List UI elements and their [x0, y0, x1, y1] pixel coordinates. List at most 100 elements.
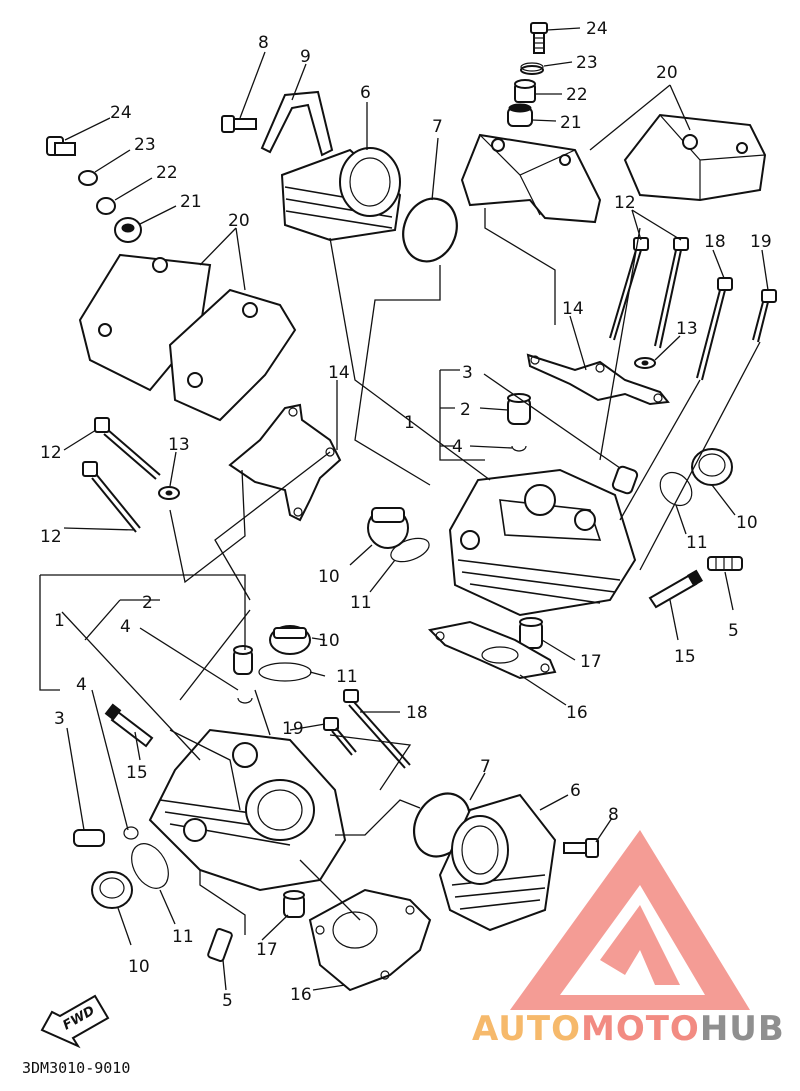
spring-washer-23-left: [78, 170, 98, 186]
dowel-17-right: [519, 617, 543, 649]
collar-22-right: [514, 79, 536, 103]
washer-13-left: [158, 486, 180, 500]
callout-19-right: 19: [750, 232, 772, 252]
callout-labels: 24 23 22 21 20 12 18 19 14 13 3 2 1 4 10…: [40, 19, 772, 1011]
callout-5-left: 5: [222, 991, 233, 1011]
cylinder-head-left: [148, 728, 347, 892]
bolt-12-left-a: [94, 417, 161, 480]
brand-moto: MOTO: [581, 1009, 700, 1049]
stud-5-left: [207, 928, 233, 962]
callout-10-left-b: 10: [128, 957, 150, 977]
stay-bracket-14-left: [228, 403, 342, 522]
oring-11-left-a: [258, 662, 312, 682]
plug-10-left-a: [269, 625, 311, 655]
clip-4-right: [511, 445, 527, 452]
callout-7-right: 7: [480, 757, 491, 777]
cylinder-head-cover-20-right-b: [460, 133, 602, 224]
callout-13-left: 13: [168, 435, 190, 455]
cylinder-6-left: [280, 147, 402, 242]
callout-24-left: 24: [110, 103, 132, 123]
callout-11-left-a: 11: [336, 667, 358, 687]
callout-18-left: 18: [406, 703, 428, 723]
callout-15-right: 15: [674, 647, 696, 667]
callout-19-left: 19: [282, 719, 304, 739]
diagram-code: 3DM3010-9010: [22, 1059, 130, 1077]
grommet-21-right: [507, 103, 533, 127]
washer-13-right: [634, 357, 656, 369]
bolt-8-right: [563, 838, 599, 858]
brand-auto: AUTO: [472, 1009, 581, 1049]
watermark-brand-text: AUTOMOTOHUB: [472, 1009, 785, 1049]
bolt-8-left: [221, 115, 257, 133]
lifter-3-right: [611, 465, 639, 495]
clip-4-left: [237, 697, 253, 704]
callout-17-left: 17: [256, 940, 278, 960]
callout-12-left-a: 12: [40, 443, 62, 463]
callout-3-left: 3: [54, 709, 65, 729]
callout-20-left: 20: [228, 211, 250, 231]
cylinder-6-right: [438, 793, 557, 932]
plug-10-left-b: [91, 871, 133, 909]
callout-4-left-b: 4: [76, 675, 87, 695]
callout-3-right: 3: [462, 363, 473, 383]
callout-7-left: 7: [432, 117, 443, 137]
callout-21-left: 21: [180, 192, 202, 212]
callout-6-right: 6: [570, 781, 581, 801]
pipe-9-left: [260, 90, 334, 157]
callout-22-left: 22: [156, 163, 178, 183]
bolt-12-right-b: [654, 237, 689, 349]
callout-23-left: 23: [134, 135, 156, 155]
callout-11-right-a: 11: [686, 533, 708, 553]
callout-21-right: 21: [560, 113, 582, 133]
callout-4-left-a: 4: [120, 617, 131, 637]
automotohub-watermark: AUTOMOTOHUB: [472, 830, 785, 1049]
callout-8-left: 8: [258, 33, 269, 53]
lifter-3-left: [73, 829, 105, 847]
callout-6-left: 6: [360, 83, 371, 103]
dowel-17-left: [283, 890, 305, 918]
stay-bracket-14-right: [526, 353, 670, 406]
callout-2-left: 2: [142, 593, 153, 613]
callout-22-right: 22: [566, 85, 588, 105]
bolt-12-left-b: [82, 461, 141, 533]
callout-10-right-a: 10: [736, 513, 758, 533]
callout-24-right: 24: [586, 19, 608, 39]
bolt-18-left: [343, 689, 411, 769]
callout-10-right-b: 10: [318, 567, 340, 587]
callout-14-left: 14: [328, 363, 350, 383]
callout-5-right: 5: [728, 621, 739, 641]
leader-lines: [39, 27, 769, 991]
callout-11-left-b: 11: [172, 927, 194, 947]
cap-bolt-24-left: [46, 136, 76, 156]
callout-16-left: 16: [290, 985, 312, 1005]
callout-10-left-a: 10: [318, 631, 340, 651]
forward-direction-arrow: FWD: [40, 994, 110, 1049]
oring-11-left-b: [131, 843, 169, 889]
callout-8-right: 8: [608, 805, 619, 825]
callout-20-right: 20: [656, 63, 678, 83]
gasket-16-right: [427, 620, 557, 680]
callout-16-right: 16: [566, 703, 588, 723]
collar-22-left: [96, 197, 116, 215]
stud-5-right: [707, 556, 743, 571]
bolt-19-right: [752, 289, 777, 343]
spark-plug-15-left: [104, 703, 154, 748]
gasket-16-left: [308, 888, 432, 992]
callout-14-right: 14: [562, 299, 584, 319]
cylinder-head-cover-20-right-a: [623, 113, 767, 202]
bolt-18-right: [696, 277, 733, 381]
oring-11-right-b: [390, 537, 430, 563]
cylinder-head-cover-20-left-b: [168, 288, 297, 422]
plug-10-right-b: [367, 507, 409, 549]
callout-15-left: 15: [126, 763, 148, 783]
plug-10-right-a: [691, 448, 733, 486]
callout-4-right: 4: [452, 437, 463, 457]
callout-23-right: 23: [576, 53, 598, 73]
callout-2-right: 2: [460, 400, 471, 420]
cap-bolt-24-right: [530, 22, 548, 54]
callout-12-left-b: 12: [40, 527, 62, 547]
callout-13-right: 13: [676, 319, 698, 339]
bolt-19-left: [323, 717, 357, 756]
spring-washer-23-right: [520, 62, 544, 75]
